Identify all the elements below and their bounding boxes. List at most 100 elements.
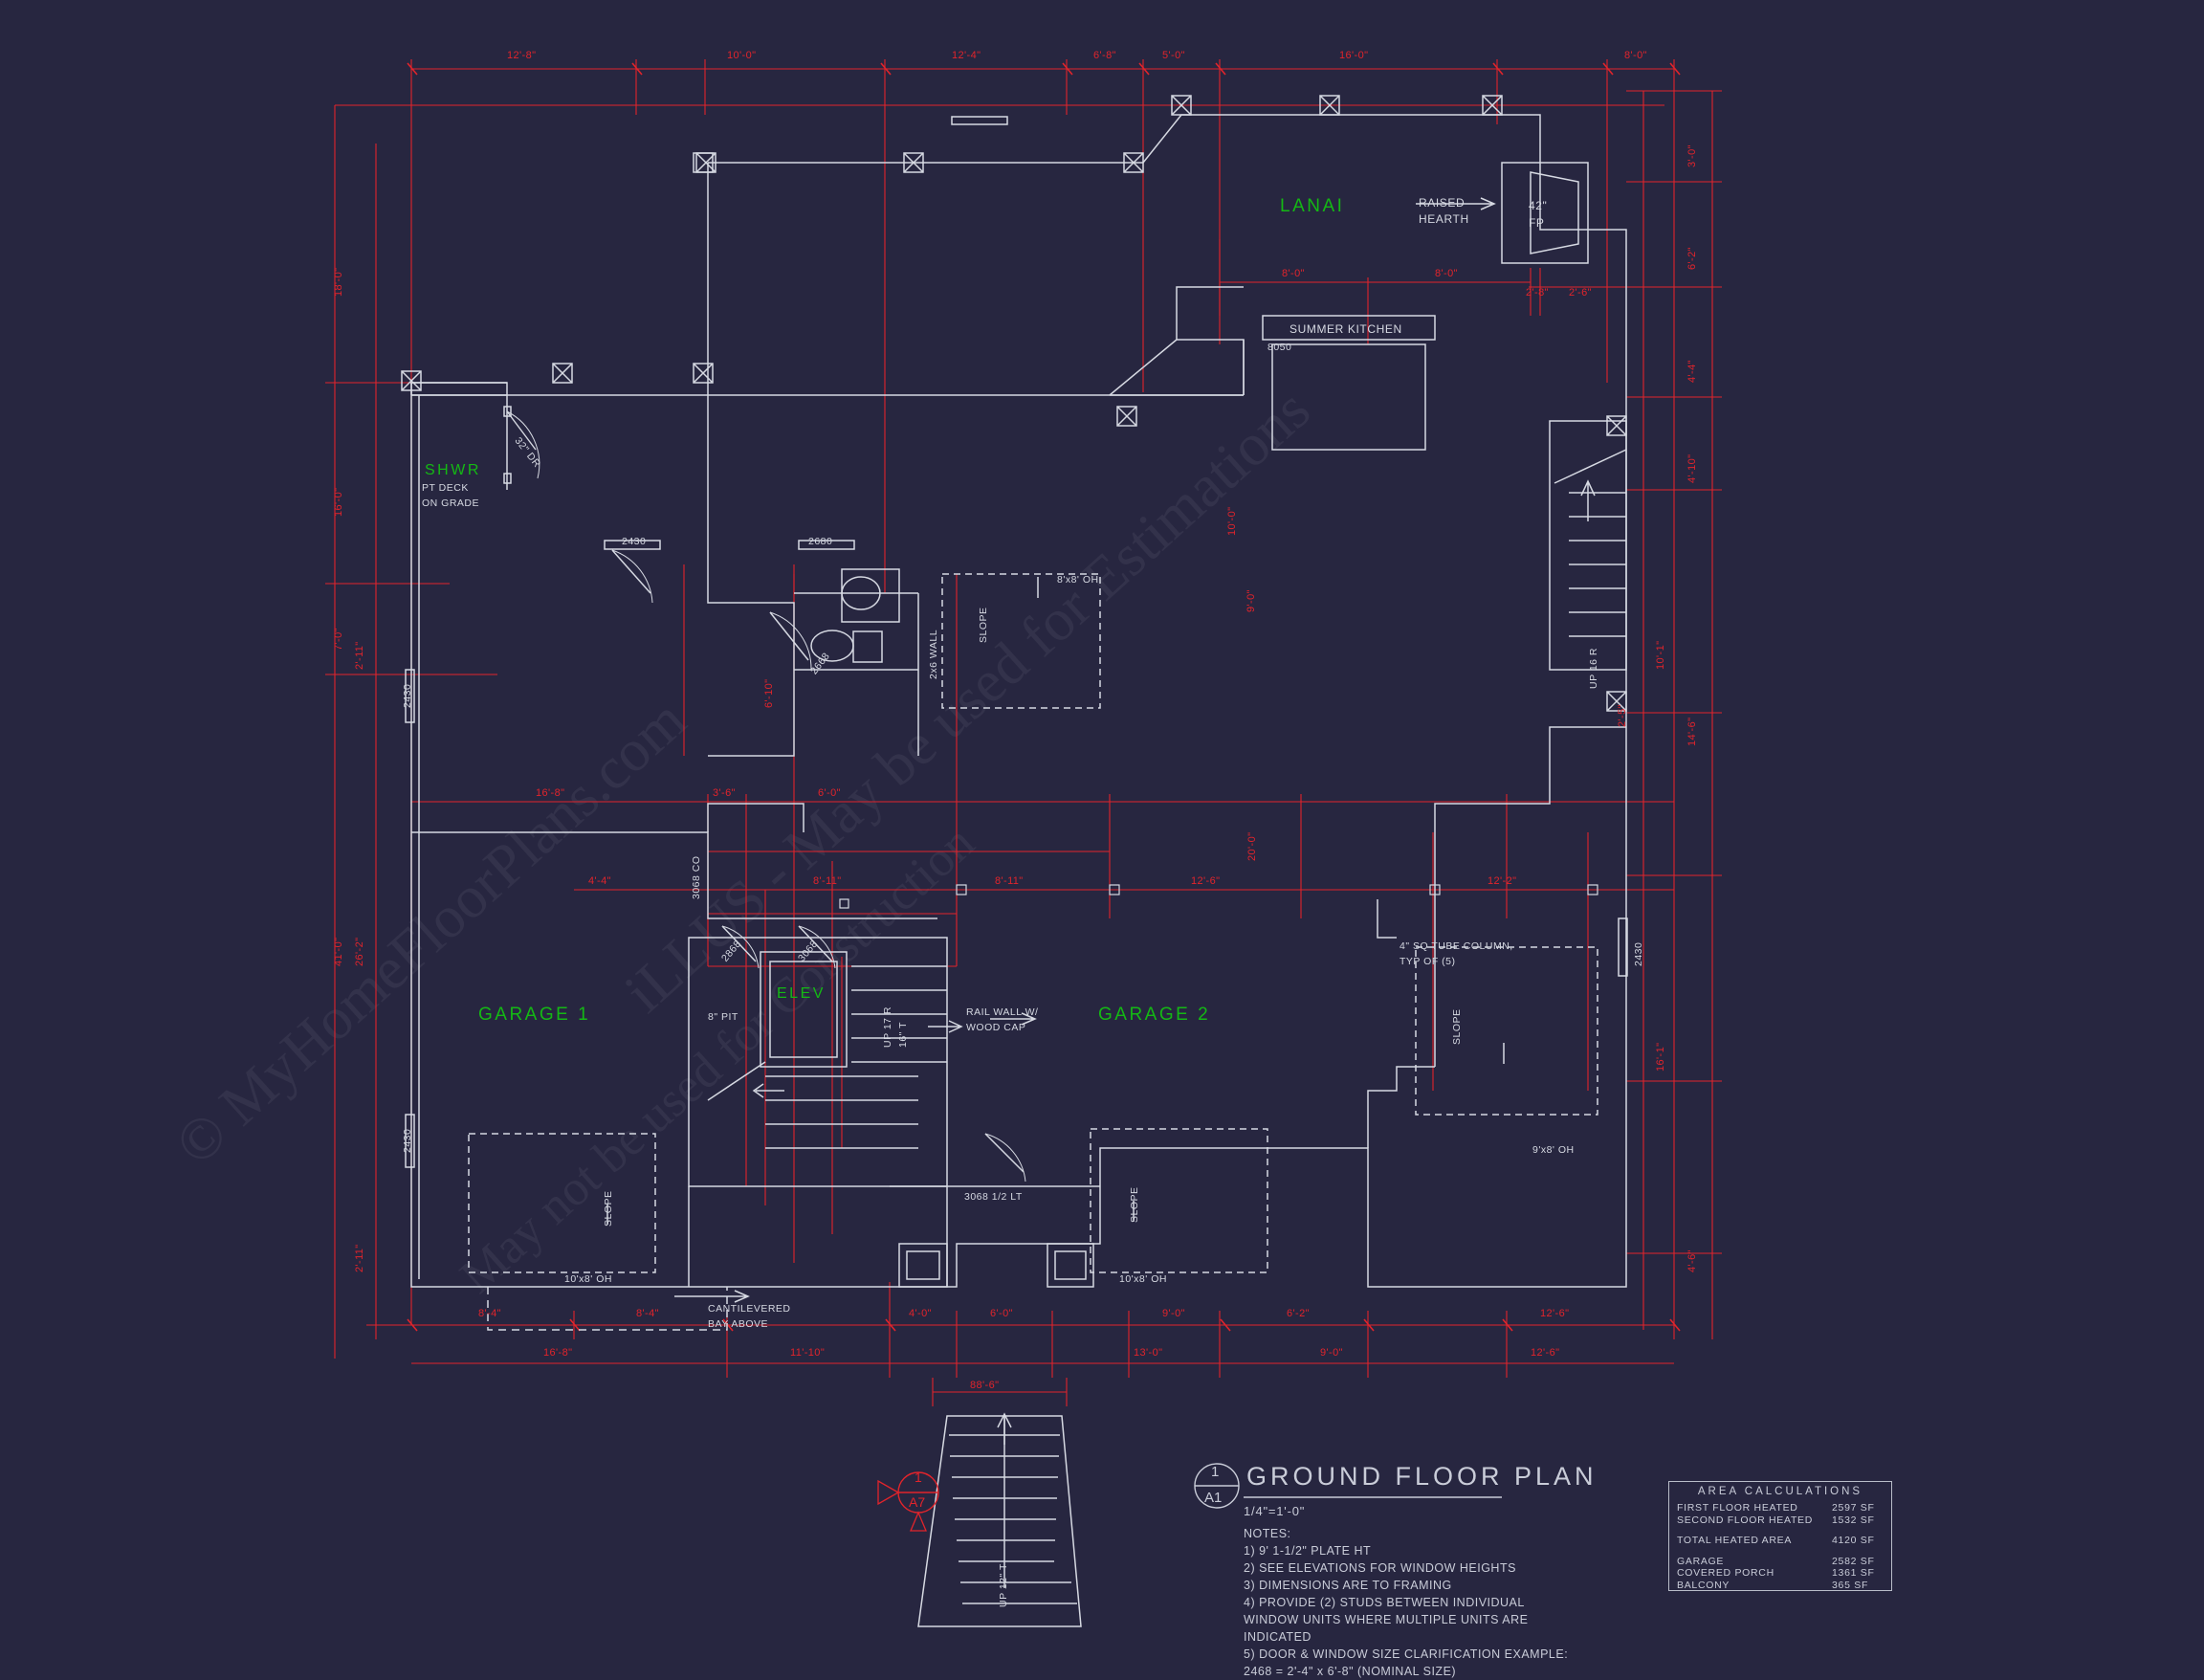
dim-top-6: 16'-0"	[1339, 50, 1369, 61]
annot-fp-label: FP	[1529, 216, 1545, 230]
annot-shwr-deck-2: ON GRADE	[422, 497, 480, 509]
dim-mid-5: 12'-2"	[1488, 875, 1517, 887]
dim-upmid-2: 3'-6"	[713, 787, 736, 799]
room-label-shwr: SHWR	[425, 462, 481, 478]
dim-lanai-2: 8'-0"	[1435, 268, 1458, 279]
notes-block: NOTES: 1) 9' 1-1/2" PLATE HT 2) SEE ELEV…	[1244, 1525, 1568, 1680]
area-row-value: 2597 SF	[1832, 1502, 1875, 1514]
annot-fp-size: 42"	[1529, 199, 1548, 212]
annot-oh-8x8: 8'x8' OH	[1057, 574, 1099, 586]
note-item: 1) 9' 1-1/2" PLATE HT	[1244, 1544, 1372, 1558]
dim-mid-2: 8'-11"	[813, 875, 842, 887]
dim-bot2-2: 11'-10"	[790, 1347, 826, 1359]
note-item: 2468 = 2'-4" x 6'-8" (NOMINAL SIZE)	[1244, 1665, 1457, 1678]
room-label-garage-1: GARAGE 1	[478, 1005, 591, 1025]
area-row-value: 2582 SF	[1832, 1555, 1875, 1567]
dim-bot2-1: 16'-8"	[543, 1347, 573, 1359]
dim-mid-3: 8'-11"	[995, 875, 1024, 887]
area-row: SECOND FLOOR HEATED 1532 SF	[1677, 1514, 1884, 1527]
detail-bubble-sheet: A1	[1204, 1490, 1223, 1506]
area-table-title: AREA CALCULATIONS	[1697, 1486, 1863, 1497]
area-row: BALCONY 365 SF	[1677, 1580, 1884, 1592]
note-item: 4) PROVIDE (2) STUDS BETWEEN INDIVIDUAL	[1244, 1596, 1525, 1609]
annot-column-2: TYP OF (5)	[1400, 956, 1456, 967]
annot-cantilever-1: CANTILEVERED	[708, 1303, 791, 1315]
annot-rail-wall-2: WOOD CAP	[966, 1022, 1026, 1033]
area-row-value: 365 SF	[1832, 1579, 1869, 1591]
annot-door-2680: 2680	[808, 536, 833, 547]
dim-bot2-3: 13'-0"	[1134, 1347, 1163, 1359]
dim-top-7: 8'-0"	[1624, 50, 1647, 61]
dim-bot1-3: 4'-0"	[909, 1308, 932, 1319]
annot-oh-9x8: 9'x8' OH	[1532, 1144, 1575, 1156]
dim-bot1-5: 9'-0"	[1162, 1308, 1185, 1319]
area-row-label: COVERED PORCH	[1677, 1567, 1774, 1579]
area-row: FIRST FLOOR HEATED 2597 SF	[1677, 1502, 1884, 1514]
dim-top-4: 6'-8"	[1093, 50, 1116, 61]
dim-misc-1: 88'-6"	[970, 1380, 1000, 1391]
dim-upmid-3: 6'-0"	[818, 787, 841, 799]
area-row: TOTAL HEATED AREA 4120 SF	[1677, 1535, 1884, 1547]
area-row-value: 1361 SF	[1832, 1567, 1875, 1579]
note-item: 5) DOOR & WINDOW SIZE CLARIFICATION EXAM…	[1244, 1647, 1569, 1661]
room-label-elev: ELEV	[777, 985, 826, 1002]
note-item: INDICATED	[1244, 1630, 1311, 1644]
area-row-label: FIRST FLOOR HEATED	[1677, 1502, 1798, 1514]
dim-bot2-4: 9'-0"	[1320, 1347, 1343, 1359]
annot-summer-kitchen-size: 8050	[1267, 342, 1292, 353]
dim-misc-2: 2'-8"	[1526, 287, 1549, 298]
spacer	[1677, 1547, 1884, 1556]
annot-oh-10x8-right: 10'x8' OH	[1119, 1273, 1167, 1285]
dim-bot2-5: 12'-6"	[1531, 1347, 1560, 1359]
area-row-label: BALCONY	[1677, 1579, 1730, 1591]
annot-8in-pit: 8" PIT	[708, 1011, 738, 1023]
dim-top-1: 12'-8"	[507, 50, 537, 61]
annot-summer-kitchen: SUMMER KITCHEN	[1289, 322, 1402, 336]
dim-top-3: 12'-4"	[952, 50, 981, 61]
area-calculations-table: AREA CALCULATIONS FIRST FLOOR HEATED 259…	[1668, 1481, 1892, 1591]
area-row-label: GARAGE	[1677, 1555, 1725, 1567]
area-row-value: 4120 SF	[1832, 1535, 1875, 1546]
dim-top-5: 5'-0"	[1162, 50, 1185, 61]
dim-top-2: 10'-0"	[727, 50, 757, 61]
area-row: GARAGE 2582 SF	[1677, 1556, 1884, 1568]
area-row-value: 1532 SF	[1832, 1514, 1875, 1526]
note-item: 3) DIMENSIONS ARE TO FRAMING	[1244, 1579, 1452, 1592]
dim-upmid-1: 16'-8"	[536, 787, 565, 799]
detail-bubble-number: 1	[1211, 1464, 1220, 1480]
annot-shwr-deck-1: PT DECK	[422, 482, 469, 494]
area-row-label: SECOND FLOOR HEATED	[1677, 1514, 1814, 1526]
note-item: 2) SEE ELEVATIONS FOR WINDOW HEIGHTS	[1244, 1561, 1516, 1575]
annot-cantilever-2: BAY ABOVE	[708, 1318, 769, 1330]
dim-mid-4: 12'-6"	[1191, 875, 1221, 887]
dim-bot1-2: 8'-4"	[636, 1308, 659, 1319]
notes-heading: NOTES:	[1244, 1527, 1291, 1540]
note-item: WINDOW UNITS WHERE MULTIPLE UNITS ARE	[1244, 1613, 1529, 1626]
dim-lanai-1: 8'-0"	[1282, 268, 1305, 279]
annot-raised-hearth-2: HEARTH	[1419, 212, 1469, 226]
dim-misc-3: 2'-6"	[1569, 287, 1592, 298]
annot-rail-wall-1: RAIL WALL W/	[966, 1006, 1039, 1018]
annot-oh-10x8-left: 10'x8' OH	[564, 1273, 612, 1285]
dim-bot1-7: 12'-6"	[1540, 1308, 1570, 1319]
page-title: GROUND FLOOR PLAN	[1246, 1462, 1598, 1491]
section-bubble-number: 1	[915, 1470, 922, 1485]
area-row-label: TOTAL HEATED AREA	[1677, 1535, 1793, 1546]
section-bubble-sheet: A7	[909, 1494, 926, 1510]
annot-raised-hearth-1: RAISED	[1419, 196, 1466, 210]
dim-bot1-6: 6'-2"	[1287, 1308, 1310, 1319]
scale-label: 1/4"=1'-0"	[1244, 1504, 1306, 1518]
annot-door-3068-half-lt: 3068 1/2 LT	[964, 1191, 1023, 1203]
dim-bot1-4: 6'-0"	[990, 1308, 1013, 1319]
spacer	[1677, 1526, 1884, 1535]
dim-mid-1: 4'-4"	[588, 875, 611, 887]
area-row: COVERED PORCH 1361 SF	[1677, 1567, 1884, 1580]
room-label-lanai: LANAI	[1280, 196, 1345, 216]
annot-window-2430-top: 2430	[622, 536, 647, 547]
dim-bot1-1: 8'-4"	[478, 1308, 501, 1319]
room-label-garage-2: GARAGE 2	[1098, 1005, 1211, 1025]
